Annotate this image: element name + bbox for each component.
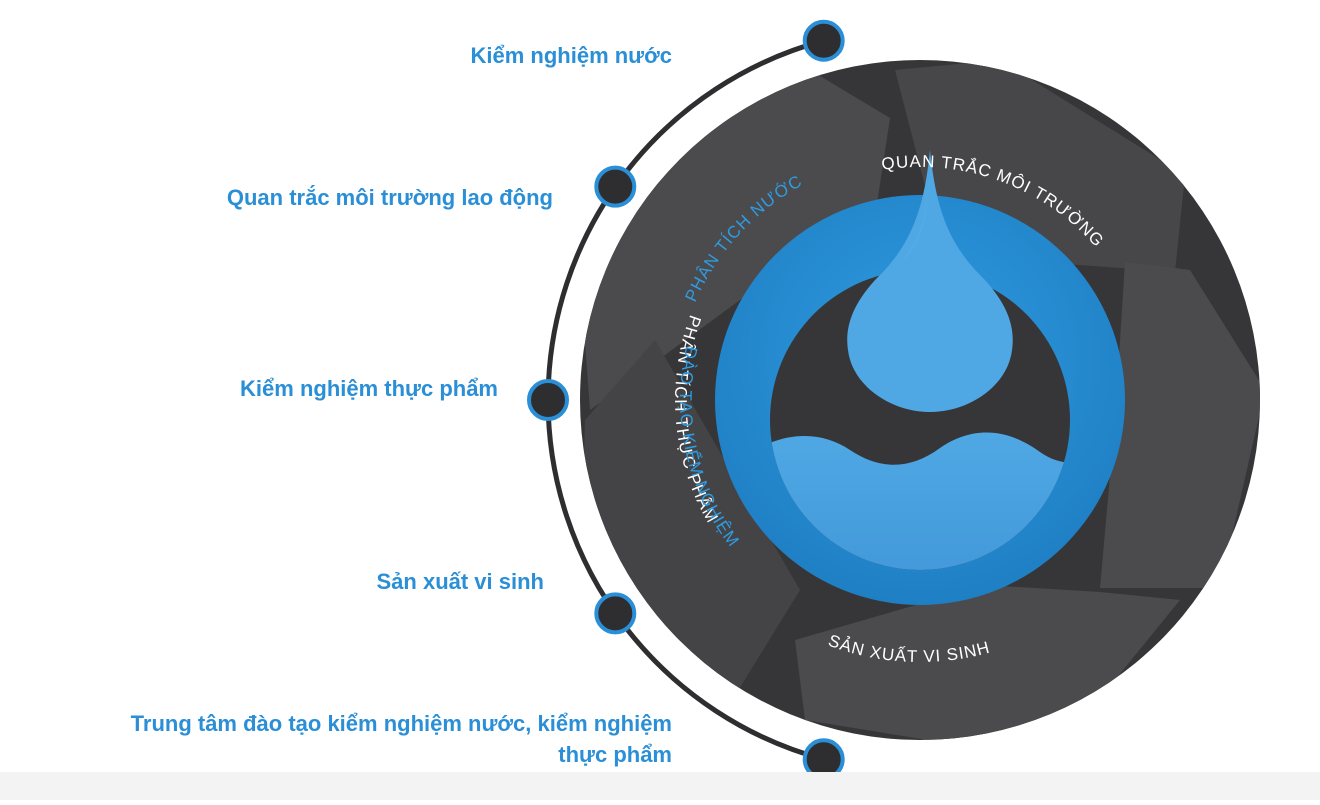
item-label-quan-trac-moi-truong: Quan trắc môi trường lao động <box>226 185 553 210</box>
water-drop-highlight <box>900 165 930 262</box>
connector-dot-san-xuat <box>594 592 637 635</box>
water-wave-icon <box>770 432 1070 570</box>
segment-shape-phan-tich-thuc-pham <box>1100 262 1260 588</box>
item-label-san-xuat-vi-sinh: Sản xuất vi sinh <box>376 569 545 594</box>
item-label-trung-tam-dao-tao: Trung tâm đào tạo kiểm nghiệm nước, kiểm… <box>130 711 672 767</box>
water-drop-icon <box>847 150 1013 412</box>
connector-dot-kiem-nghiem-thuc-pham <box>527 379 569 421</box>
connector-dot-kiem-nghiem-nuoc <box>802 19 845 62</box>
item-label-kiem-nghiem-nuoc: Kiểm nghiệm nước <box>470 43 673 68</box>
item-label-kiem-nghiem-thuc-pham: Kiểm nghiệm thực phẩm <box>240 376 498 401</box>
connector-dot-quan-trac <box>594 165 637 208</box>
bottom-strip <box>0 772 1320 800</box>
